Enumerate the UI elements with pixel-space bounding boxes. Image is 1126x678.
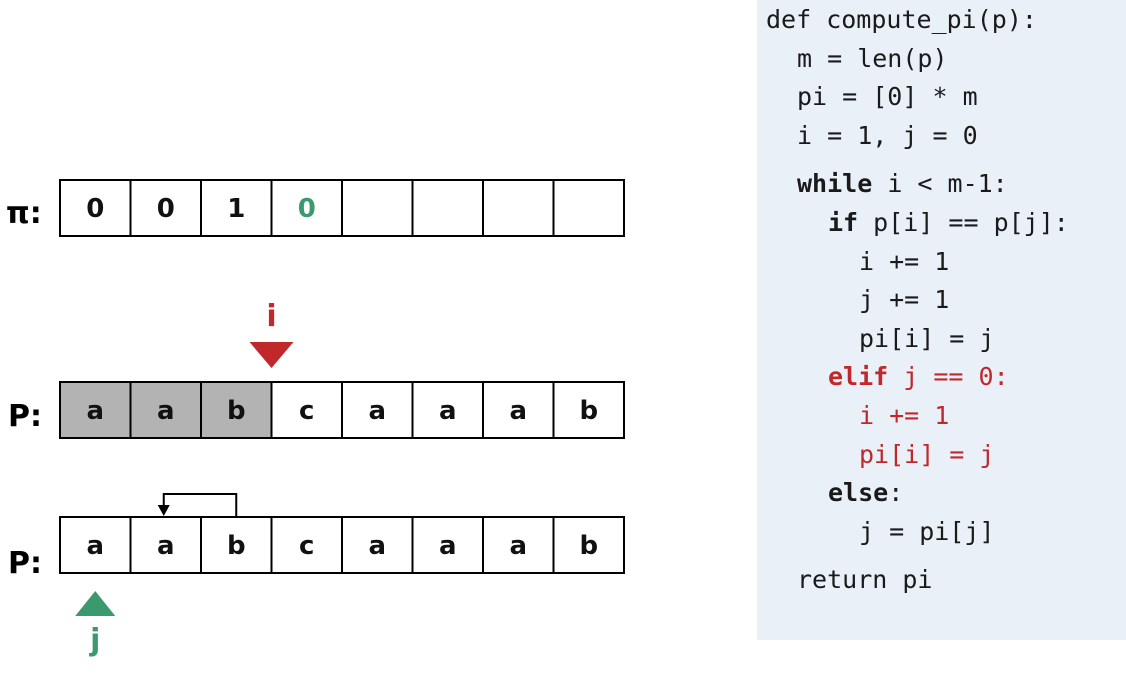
fallback-arrow-head xyxy=(157,505,170,516)
code-line: i = 1, j = 0 xyxy=(797,120,978,152)
pi-cell-value: 0 xyxy=(86,194,104,224)
code-keyword: else xyxy=(828,478,889,508)
code-keyword: while xyxy=(797,169,873,199)
code-text: p[i] == p[j]: xyxy=(858,208,1069,237)
code-text: j += 1 xyxy=(859,285,950,315)
code-text: j == 0: xyxy=(888,362,1009,392)
p-bottom-cell-value: a xyxy=(86,531,104,561)
pointer-j: j xyxy=(75,591,116,658)
pointer-j-label: j xyxy=(89,623,100,658)
pi-cell xyxy=(482,179,555,237)
pointer-i-arrow xyxy=(249,342,294,368)
pi-cell xyxy=(552,179,625,237)
code-text: : xyxy=(888,478,904,508)
p-bottom-cell-value: a xyxy=(439,531,457,561)
code-line: else: xyxy=(828,477,903,509)
pi-cell xyxy=(129,179,202,237)
pi-cell-value: 0 xyxy=(298,194,316,224)
code-text: i += 1 xyxy=(859,401,950,430)
p-bottom-cell-value: b xyxy=(579,531,598,561)
code-line: return pi xyxy=(797,564,932,596)
p-bottom-cell-value: a xyxy=(509,531,527,561)
p-top-cell xyxy=(129,381,202,439)
code-line: pi[i] = j xyxy=(859,323,994,355)
code-text: pi[i] = j xyxy=(859,439,995,469)
code-keyword: if xyxy=(828,208,859,237)
code-text: pi = [0] * m xyxy=(797,82,978,112)
code-line: pi = [0] * m xyxy=(797,81,978,113)
p-top-cell xyxy=(341,381,414,439)
pi-array: 0 0 1 0 xyxy=(59,179,625,237)
p-bottom-cell-value: b xyxy=(227,531,246,561)
pi-cell xyxy=(59,179,132,237)
code-text: pi[i] = j xyxy=(859,323,995,353)
code-line: while i < m-1: xyxy=(797,168,1008,200)
pi-cell-value: 1 xyxy=(227,194,245,224)
code-line: def compute_pi(p): xyxy=(766,4,1037,36)
code-text: def compute_pi(p): xyxy=(766,5,1037,34)
code-line: elif j == 0: xyxy=(828,361,1009,393)
p-top-cell-value: a xyxy=(439,396,457,426)
pointer-i-label: i xyxy=(266,299,276,334)
p-top-cell-value: a xyxy=(368,396,386,426)
pi-cell xyxy=(200,179,273,237)
code-line: if p[i] == p[j]: xyxy=(828,207,1069,239)
p-top-cell-value: b xyxy=(227,396,246,426)
p-bottom-cell xyxy=(59,516,132,574)
p-bottom-cell xyxy=(482,516,555,574)
code-text: return pi xyxy=(797,565,933,595)
p-bottom-cell xyxy=(129,516,202,574)
diagram: π: 0 0 1 0 i P: a a b c a a a b P: a a b c a a a b j xyxy=(6,179,625,658)
code-panel: def compute_pi(p):m = len(p) pi = [0] * m… xyxy=(757,0,1126,640)
pi-cell xyxy=(411,179,484,237)
code-text: i < m-1: xyxy=(872,169,1008,199)
fallback-arrow-line xyxy=(162,493,238,517)
pointer-i: i xyxy=(249,299,294,368)
p-top-cell xyxy=(270,381,343,439)
code-line: m = len(p) xyxy=(797,43,948,75)
p-top-cell-value: a xyxy=(157,396,175,426)
code-line: j = pi[j] xyxy=(859,516,994,548)
p-top-cell xyxy=(552,381,625,439)
p-top-cell xyxy=(59,381,132,439)
p-bottom-cell xyxy=(341,516,414,574)
fallback-arrow xyxy=(157,493,238,517)
p-bottom-cell-value: a xyxy=(157,531,175,561)
p-row-top-label: P: xyxy=(8,399,42,434)
p-top-cell xyxy=(200,381,273,439)
p-bottom-cell xyxy=(552,516,625,574)
code-text: i = 1, j = 0 xyxy=(797,120,978,150)
p-top-cell-value: a xyxy=(86,396,104,426)
code-keyword: elif xyxy=(828,362,889,392)
p-top-cell-value: a xyxy=(509,396,527,426)
p-top-cell-value: b xyxy=(579,396,598,426)
pi-cell-value: 0 xyxy=(157,194,175,224)
code-text: j = pi[j] xyxy=(859,516,995,546)
p-top-cell xyxy=(411,381,484,439)
code-text: i += 1 xyxy=(859,246,950,276)
code-text: m = len(p) xyxy=(797,43,948,73)
p-bottom-cell-value: a xyxy=(368,531,386,561)
p-bottom-cell xyxy=(270,516,343,574)
code-line: pi[i] = j xyxy=(859,439,994,471)
p-bottom-cell-value: c xyxy=(299,531,314,561)
pointer-j-arrow xyxy=(75,591,116,616)
code-line: i += 1 xyxy=(859,400,949,432)
p-top-cell-value: c xyxy=(299,396,314,426)
p-row-bottom-label: P: xyxy=(8,546,42,581)
pi-row-label: π: xyxy=(6,196,42,231)
code-line: i += 1 xyxy=(859,246,949,278)
code-line: j += 1 xyxy=(859,284,949,316)
pi-cell xyxy=(341,179,414,237)
